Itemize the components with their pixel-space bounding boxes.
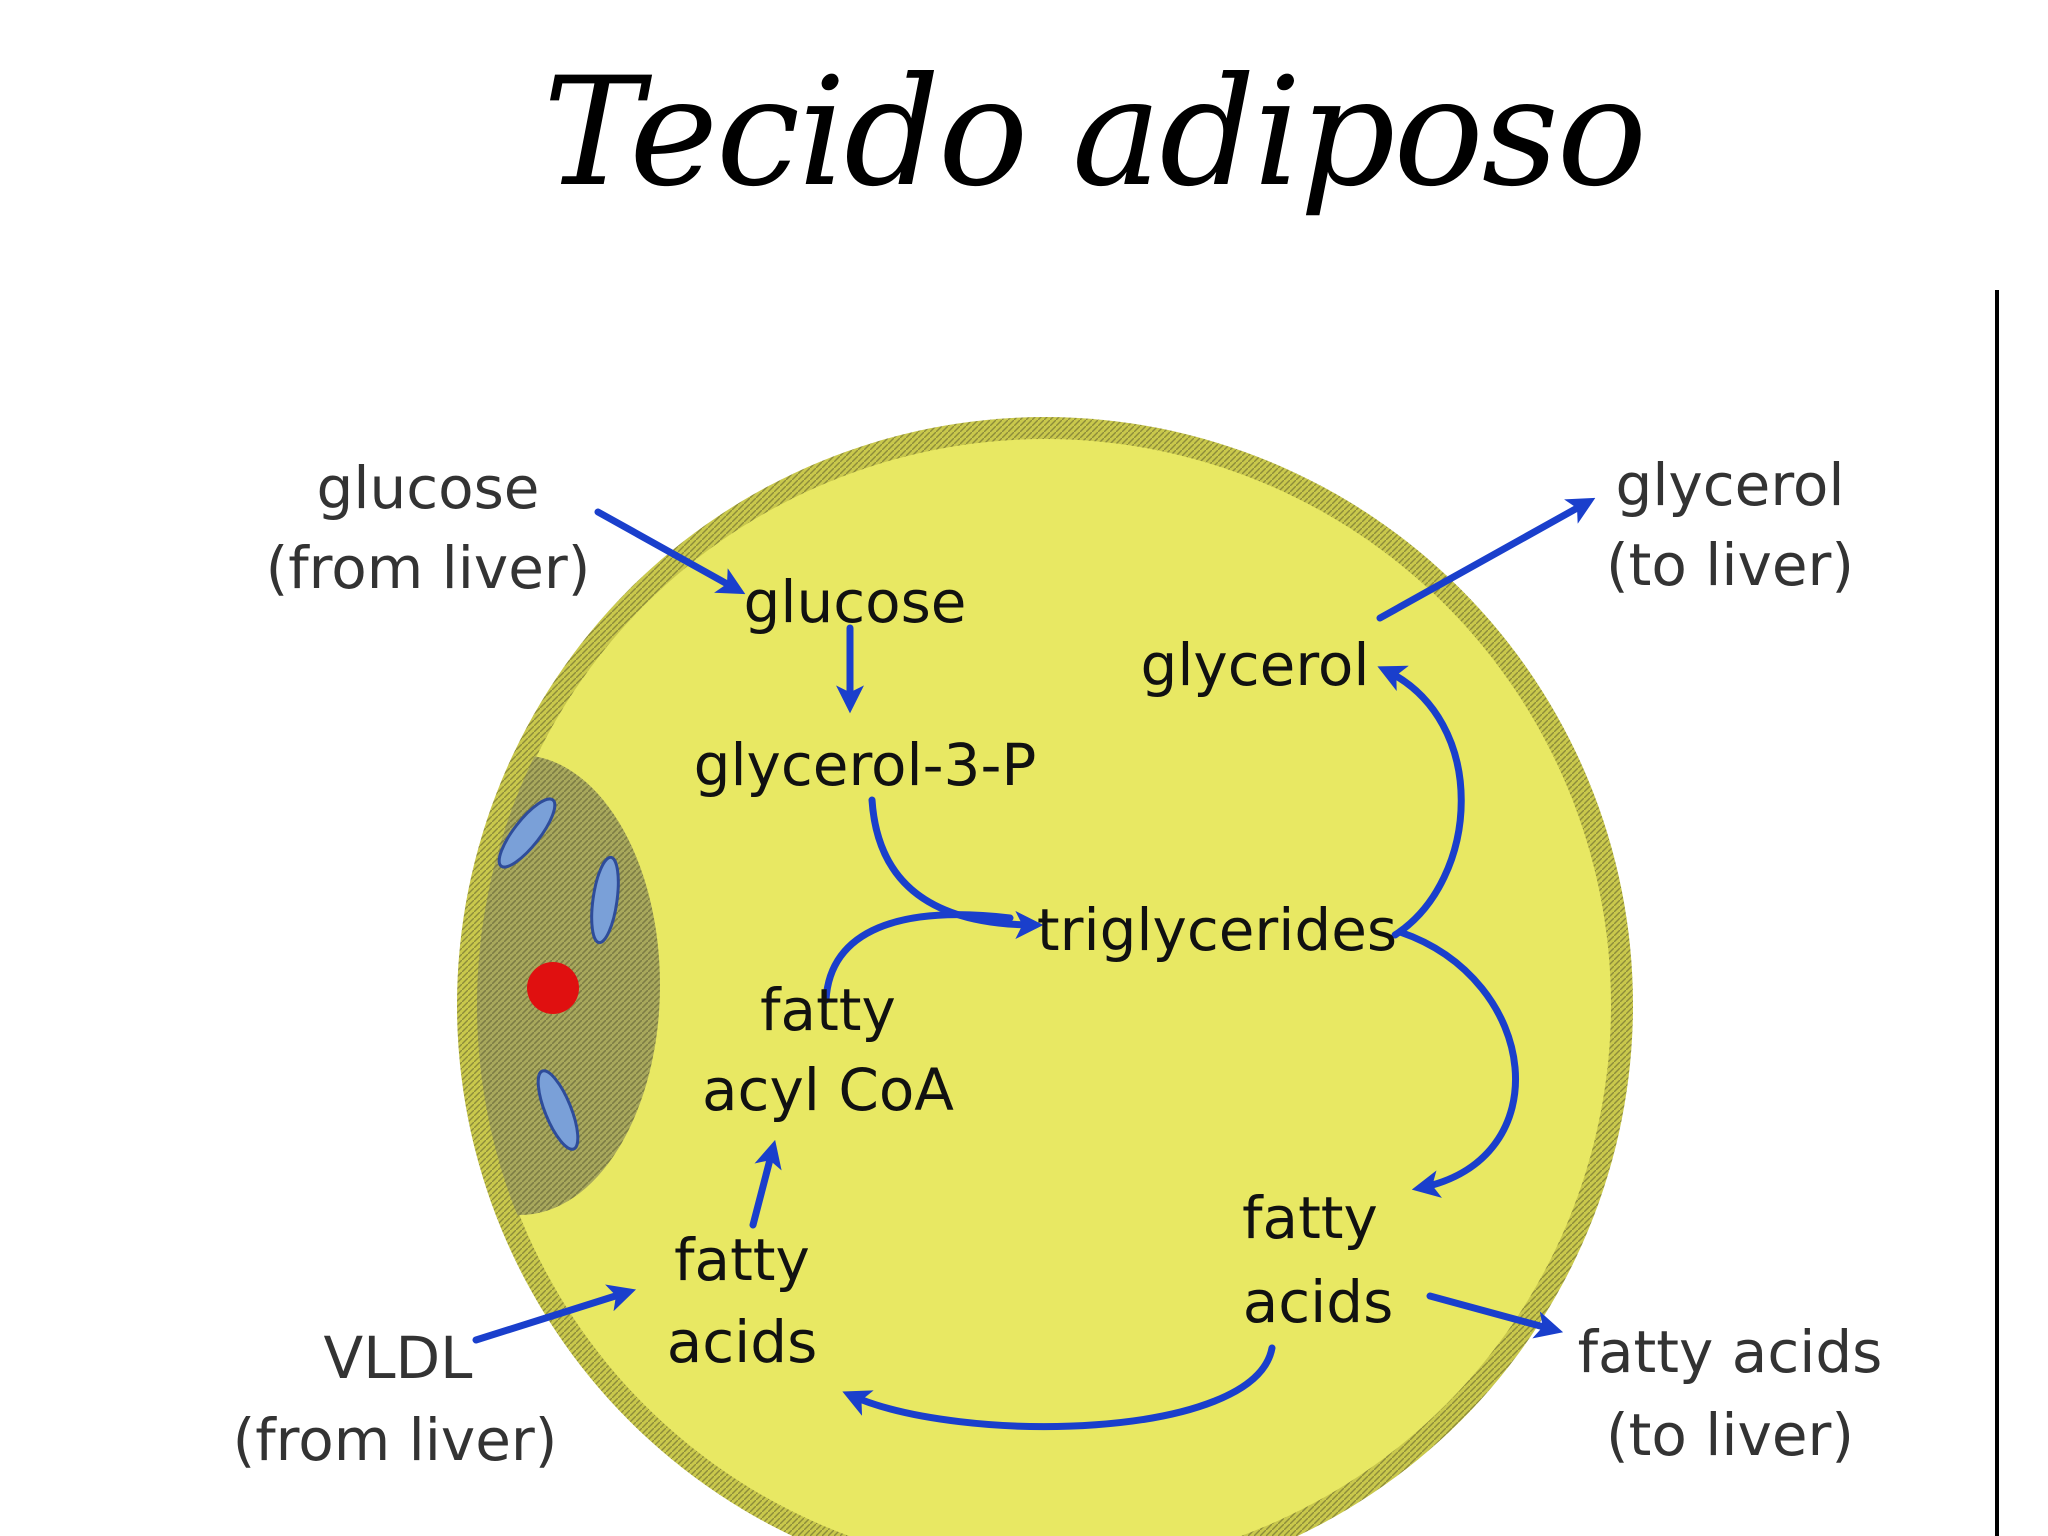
arrow-tg-to-glycerol bbox=[1377, 665, 1465, 939]
label-triglycerides: triglycerides bbox=[1037, 896, 1397, 964]
label-to-liver-1: (to liver) bbox=[1606, 531, 1854, 599]
label-fatty-acyl-coa-line1: fatty bbox=[760, 976, 896, 1044]
label-glycerol-inside: glycerol bbox=[1141, 631, 1370, 699]
organelle-2 bbox=[590, 855, 620, 945]
organelle-3 bbox=[536, 1069, 580, 1151]
arrow-glycerol-out bbox=[1376, 497, 1596, 622]
arrow-glucose-in bbox=[594, 508, 746, 595]
label-glycerol-3-p: glycerol-3-P bbox=[694, 731, 1037, 799]
arrow-vldl-in bbox=[472, 1284, 637, 1344]
label-vldl: VLDL bbox=[324, 1324, 473, 1392]
nucleus-dot bbox=[527, 962, 579, 1014]
arrow-fattyacids-to-acylcoa bbox=[749, 1139, 782, 1229]
arrow-fattyacids-recycle bbox=[842, 1344, 1276, 1431]
page-title: Tecido adiposo bbox=[542, 46, 1647, 220]
label-glucose-inside: glucose bbox=[744, 568, 967, 636]
arrows bbox=[472, 497, 1596, 1431]
label-glycerol-outside: glycerol bbox=[1616, 451, 1845, 519]
label-fatty-acids-right-line2: acids bbox=[1243, 1268, 1394, 1336]
label-fatty-acyl-coa-line2: acyl CoA bbox=[702, 1056, 954, 1124]
organelle-1 bbox=[497, 797, 557, 869]
label-glucose-outside: glucose bbox=[317, 454, 540, 522]
label-fatty-acids-left-line2: acids bbox=[667, 1308, 818, 1376]
label-fatty-acids-right-line1: fatty bbox=[1242, 1184, 1378, 1252]
arrow-g3p-to-tg bbox=[868, 796, 1044, 939]
label-from-liver-1: (from liver) bbox=[266, 534, 591, 602]
label-to-liver-2: (to liver) bbox=[1606, 1401, 1854, 1469]
label-fatty-acids-out: fatty acids bbox=[1578, 1318, 1883, 1386]
arrow-fattyacids-out bbox=[1426, 1292, 1564, 1339]
adipocyte-cell bbox=[457, 417, 1633, 1536]
label-fatty-acids-left-line1: fatty bbox=[674, 1226, 810, 1294]
arrow-tg-to-fattyacids bbox=[1396, 928, 1519, 1198]
label-from-liver-2: (from liver) bbox=[233, 1406, 558, 1474]
nucleus-region bbox=[477, 755, 660, 1215]
cell-cytoplasm bbox=[479, 439, 1611, 1536]
arrow-acylcoa-to-tg bbox=[822, 911, 1014, 1004]
